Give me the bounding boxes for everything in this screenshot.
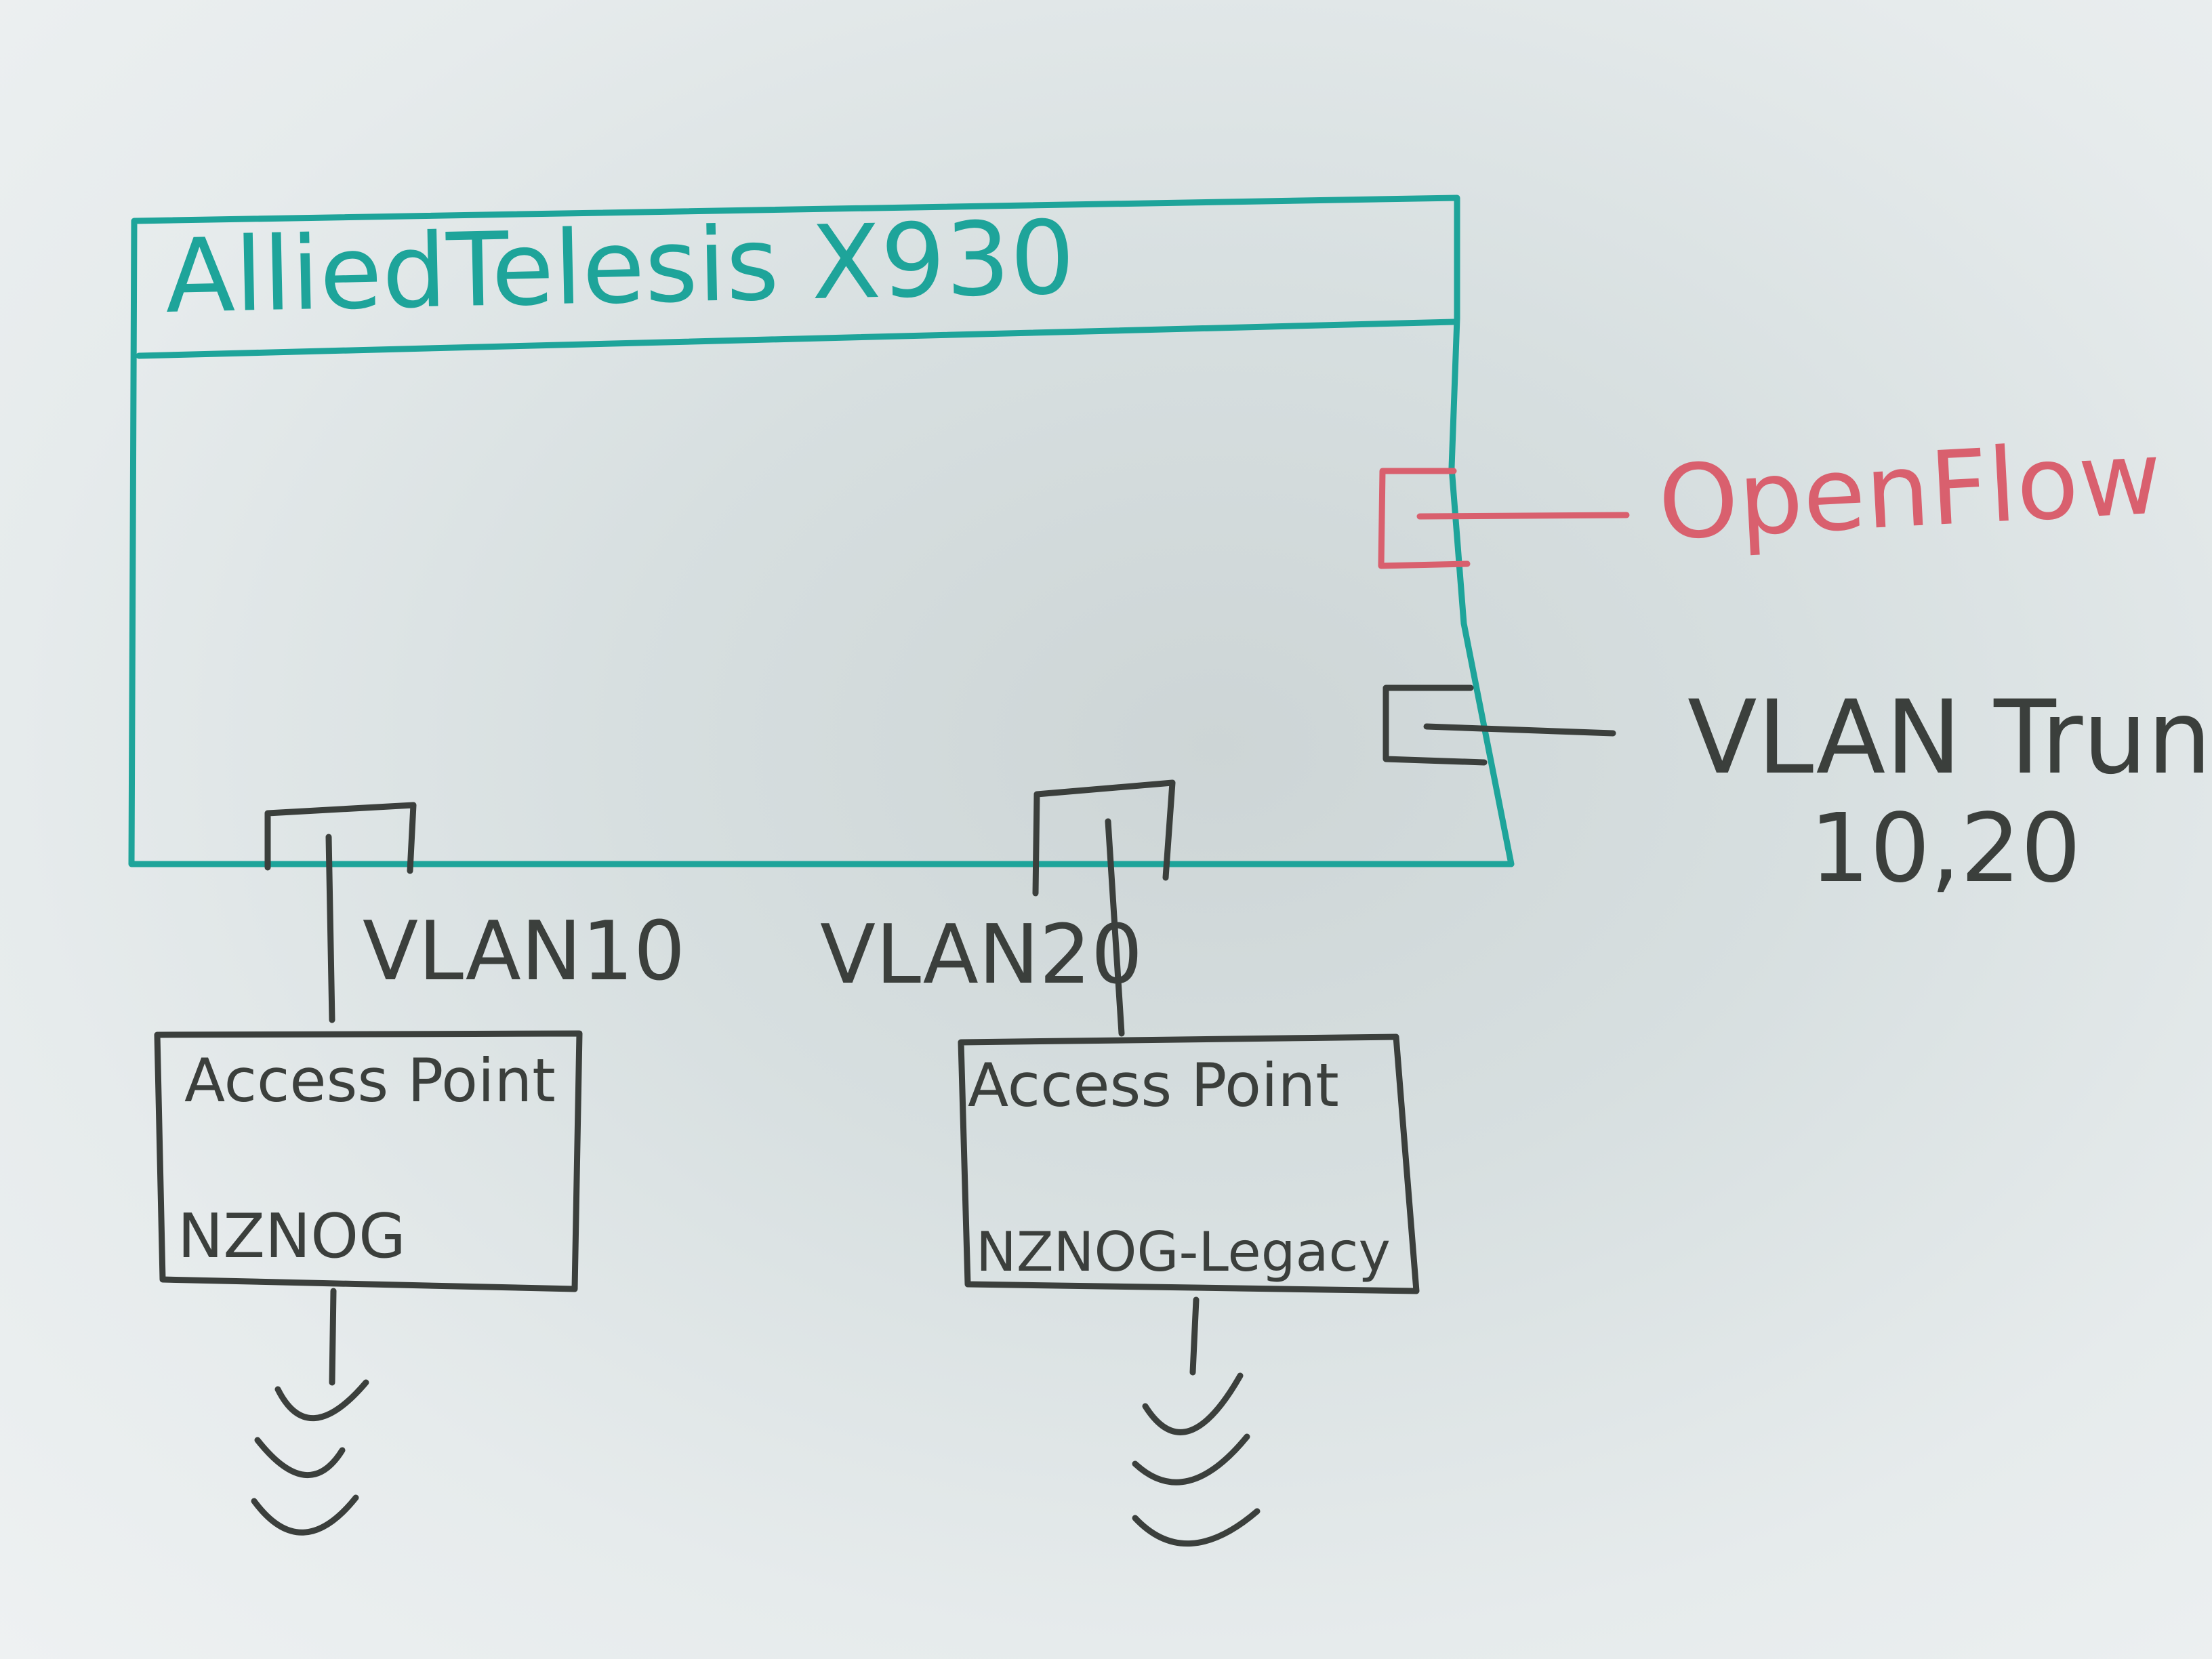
trunk-port [1382,684,1616,766]
left-port [264,802,417,1023]
switch-header-divider [136,319,1457,359]
right-port [1032,779,1176,1037]
trunk-label-line1: VLAN Trunk [1687,679,2212,797]
access-point-left-title: Access Point [184,1046,556,1115]
vlan-left-label: VLAN10 [363,905,685,999]
openflow-link [1416,512,1630,520]
vlan-right-label: VLAN20 [820,908,1143,1002]
openflow-label: OpenFlow [1656,419,2165,563]
wifi-signal-icon [251,1288,369,1536]
openflow-port [1378,468,1630,569]
switch [128,194,1515,867]
access-point-right-ssid: NZNOG-Legacy [976,1221,1391,1284]
switch-outline [128,194,1515,867]
access-point-left-box [154,1030,583,1292]
left-link [325,834,335,1023]
trunk-label-line2: 10,20 [1809,794,2081,904]
trunk-link [1423,723,1616,737]
access-point-left: Access Point NZNOG [154,1030,583,1292]
wifi-signal-icon [1132,1296,1261,1547]
right-link [1105,818,1125,1037]
access-point-right: Access Point NZNOG-Legacy [958,1033,1420,1294]
switch-title: AlliedTelesis X930 [164,199,1076,336]
access-point-right-title: Access Point [968,1050,1339,1120]
access-point-right-box [958,1033,1420,1294]
access-point-left-ssid: NZNOG [178,1201,406,1272]
